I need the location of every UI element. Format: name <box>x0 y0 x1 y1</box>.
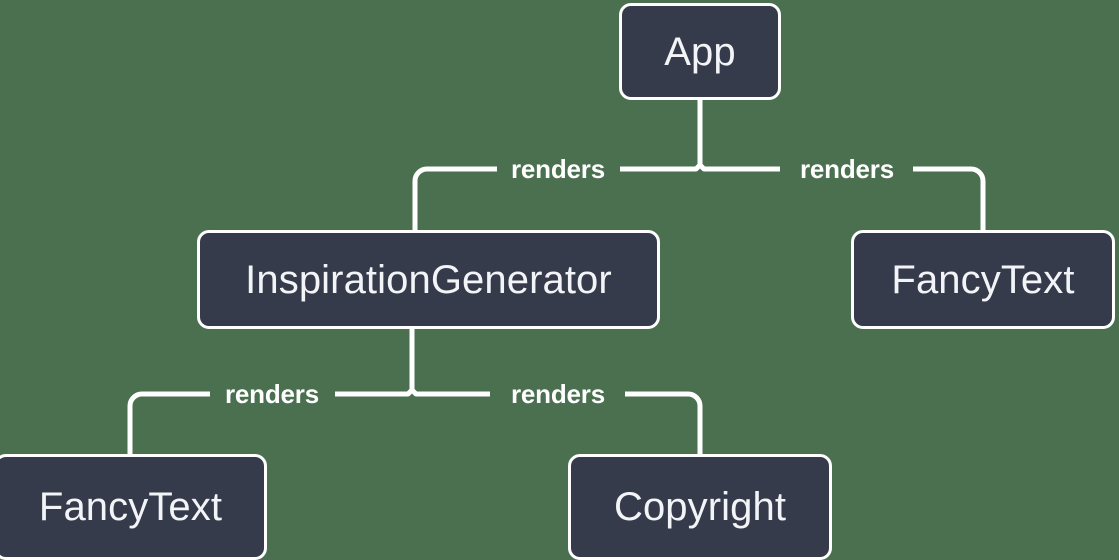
edge-app-to-fancytext-right <box>698 163 986 230</box>
node-inspiration-generator[interactable]: InspirationGenerator <box>197 230 660 329</box>
edge-label-app-to-inspiration: renders <box>511 154 605 184</box>
node-fancytext-right-label: FancyText <box>891 257 1075 302</box>
node-fancytext-left-label: FancyText <box>38 485 223 529</box>
node-copyright-label: Copyright <box>613 485 787 529</box>
node-inspiration-generator-label: InspirationGenerator <box>245 257 612 302</box>
node-copyright[interactable]: Copyright <box>568 454 832 560</box>
node-fancytext-left[interactable]: FancyText <box>0 454 267 560</box>
node-fancytext-right[interactable]: FancyText <box>851 230 1115 329</box>
node-app-label: App <box>664 29 736 74</box>
edge-label-inspiration-to-copyright: renders <box>511 379 605 409</box>
edge-label-app-to-fancytext-right: renders <box>800 154 894 184</box>
edge-label-inspiration-to-fancytext-left: renders <box>225 379 319 409</box>
edge-inspiration-to-copyright <box>410 388 703 454</box>
node-app[interactable]: App <box>619 3 781 100</box>
